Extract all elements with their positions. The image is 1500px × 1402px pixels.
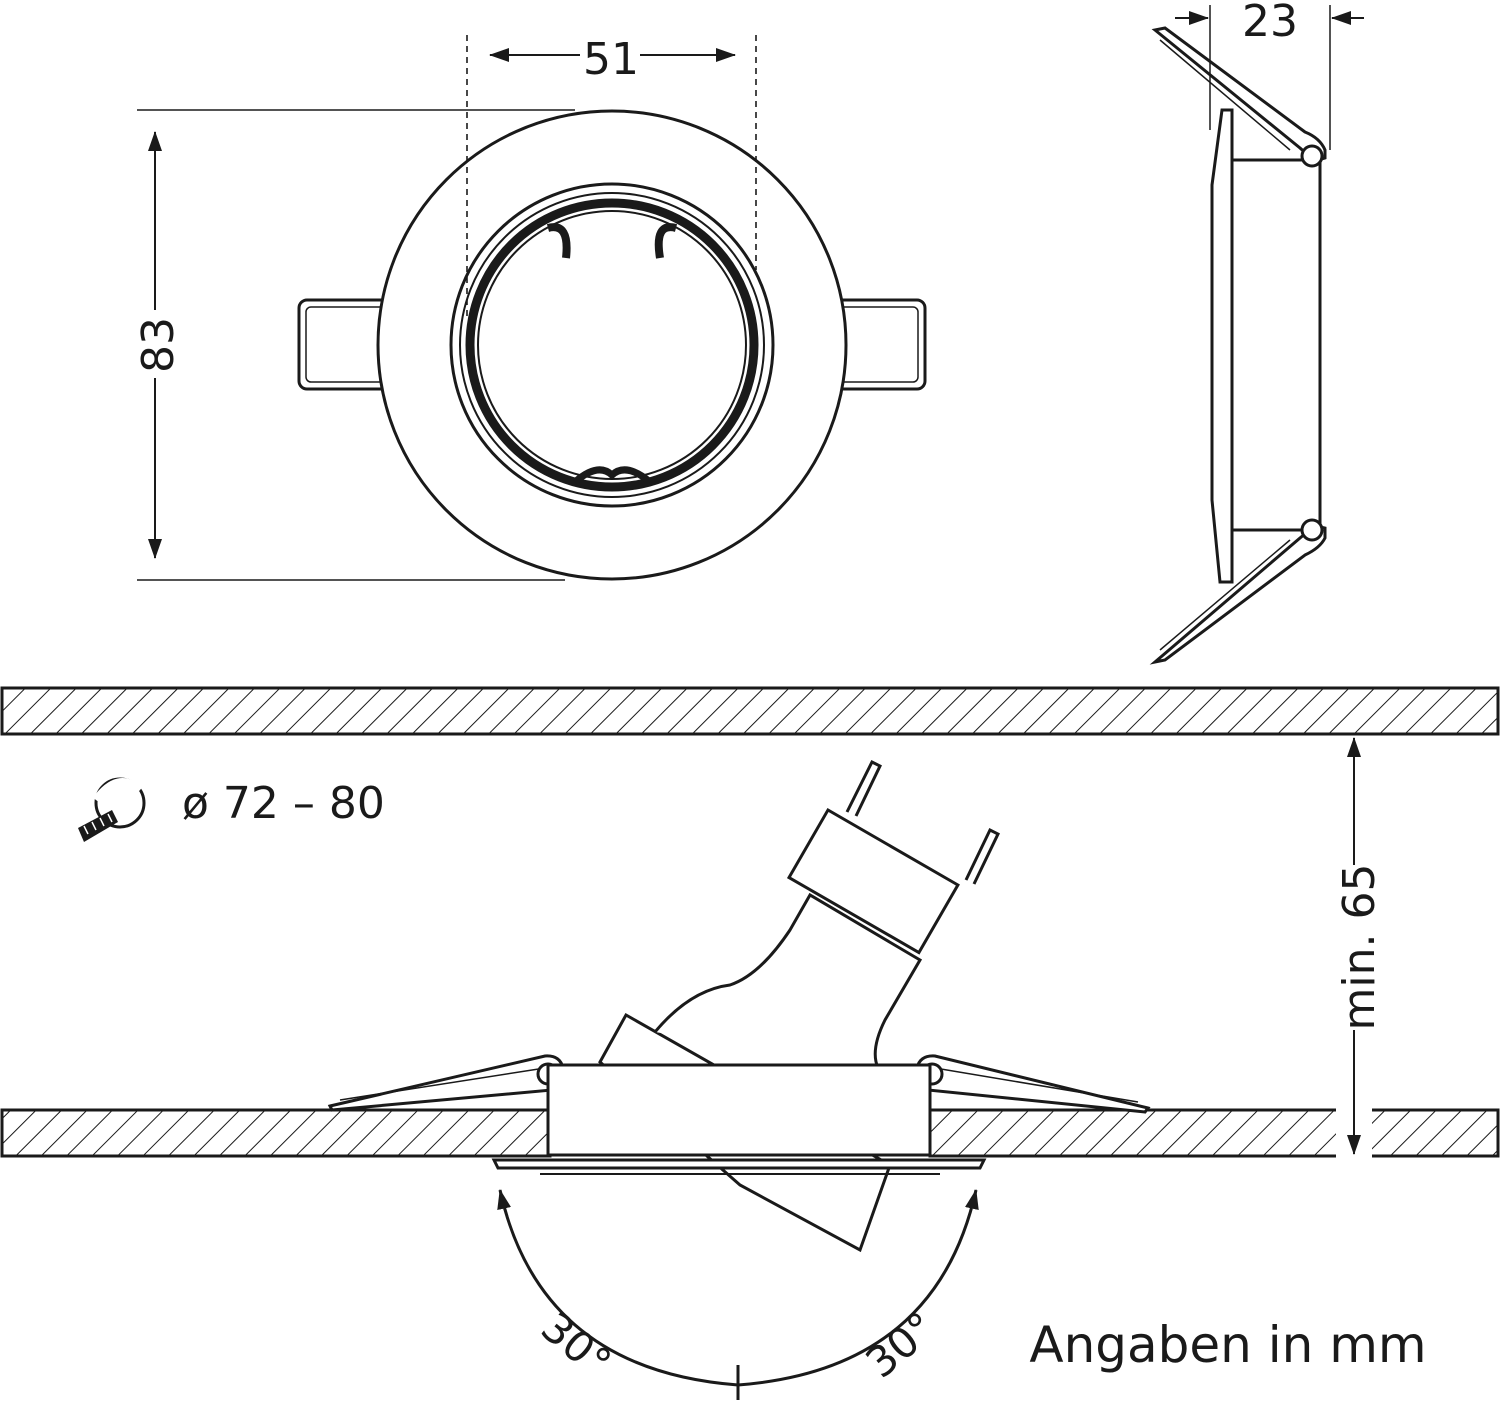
spring-tab-left xyxy=(546,223,571,259)
lower-ceiling-right xyxy=(928,1108,1500,1158)
side-view: 23 xyxy=(1149,0,1364,665)
spring-bottom xyxy=(572,466,653,485)
cutout-label: ø 72 – 80 xyxy=(182,778,385,829)
upper-ceiling xyxy=(0,686,1500,736)
right-clip xyxy=(833,298,927,391)
left-clip xyxy=(297,298,391,391)
dim-65-label: min. 65 xyxy=(1334,864,1385,1031)
units-note: Angaben in mm xyxy=(1029,1316,1426,1374)
inner-opening xyxy=(477,210,747,480)
angle-right-label: 30° xyxy=(856,1302,945,1387)
dim-23-label: 23 xyxy=(1242,0,1298,47)
spring-ring xyxy=(465,198,759,492)
lower-ceiling-left xyxy=(0,1108,552,1158)
inner-ring-1 xyxy=(449,182,775,508)
housing-body xyxy=(546,1063,932,1157)
ceiling-section: min. 65 ø 72 – 80 xyxy=(0,686,1500,1400)
dim-51-label: 51 xyxy=(583,34,639,85)
angle-left-label: 30° xyxy=(532,1302,621,1387)
spring-tab-right xyxy=(654,223,678,259)
hole-saw-icon xyxy=(78,777,146,842)
lamp-assembly xyxy=(598,759,1000,1253)
inner-ring-2 xyxy=(459,192,765,498)
housing-flange xyxy=(491,1158,987,1170)
front-view: 51 83 xyxy=(133,34,927,581)
dim-83-label: 83 xyxy=(133,317,184,373)
housing xyxy=(327,1054,1151,1175)
